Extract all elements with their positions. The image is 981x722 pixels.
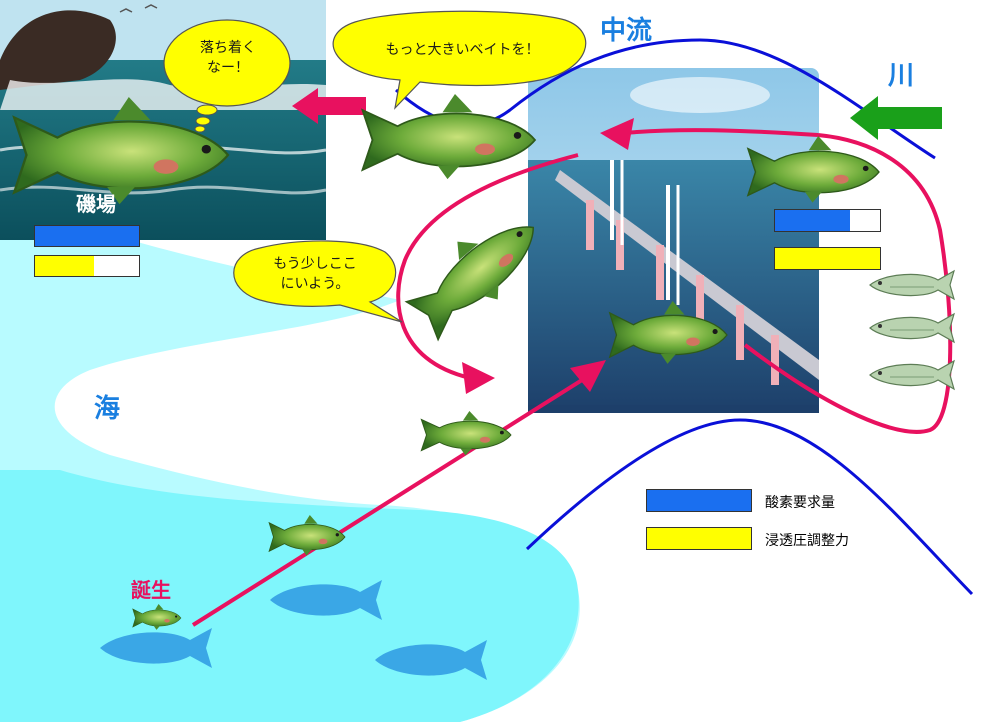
thought-bubble xyxy=(163,19,291,133)
speech-bubble-stay xyxy=(233,240,403,323)
river-oxygen-bar xyxy=(774,209,881,232)
river-lower-line xyxy=(525,418,974,596)
label-birth: 誕生 xyxy=(131,578,171,602)
arrowhead-icon xyxy=(462,362,495,394)
bubble-text-stay: もう少しここ にいよう。 xyxy=(273,256,357,292)
legend-oxygen-fill xyxy=(647,490,751,511)
rocky-shore-picture xyxy=(0,0,327,240)
river-osmo-bar xyxy=(774,247,881,270)
shore-osmo-fill xyxy=(35,256,95,276)
river-osmo-fill xyxy=(775,248,880,269)
label-rocky-shore: 磯場 xyxy=(76,192,116,216)
pink-arrow-to-shore-icon xyxy=(292,88,366,124)
bridge-picture xyxy=(528,68,819,413)
bait-fish-icon xyxy=(869,360,955,390)
shore-osmo-bar xyxy=(34,255,140,277)
shore-oxygen-fill xyxy=(35,226,139,246)
bubble-text-bait: もっと大きいベイトを！ xyxy=(385,42,540,58)
arrowhead-icon xyxy=(570,360,606,392)
route-down-loop xyxy=(396,153,579,380)
river-oxygen-fill xyxy=(775,210,850,231)
green-arrow-to-river-icon xyxy=(850,96,942,140)
bait-fish-icon xyxy=(869,313,955,343)
fish-midstream-icon xyxy=(361,93,536,181)
legend-oxygen-swatch xyxy=(646,489,752,512)
route-birth-to-river xyxy=(191,373,592,627)
legend-oxygen-label: 酸素要求量 xyxy=(765,495,835,511)
legend-osmo-fill xyxy=(647,528,751,549)
route-to-midstream xyxy=(624,128,819,137)
label-river: 川 xyxy=(888,61,915,91)
bait-fish-icon xyxy=(869,270,955,300)
arrowhead-icon xyxy=(600,118,634,150)
shore-oxygen-bar xyxy=(34,225,140,247)
legend-osmo-swatch xyxy=(646,527,752,550)
bubble-text-calm: 落ち着く なー！ xyxy=(200,40,256,76)
legend-osmo-label: 浸透圧調整力 xyxy=(765,533,849,549)
fish-small-mid-icon xyxy=(420,410,512,456)
speech-bubble-bait xyxy=(332,10,587,110)
label-sea: 海 xyxy=(94,394,121,424)
label-midstream: 中流 xyxy=(600,16,653,46)
